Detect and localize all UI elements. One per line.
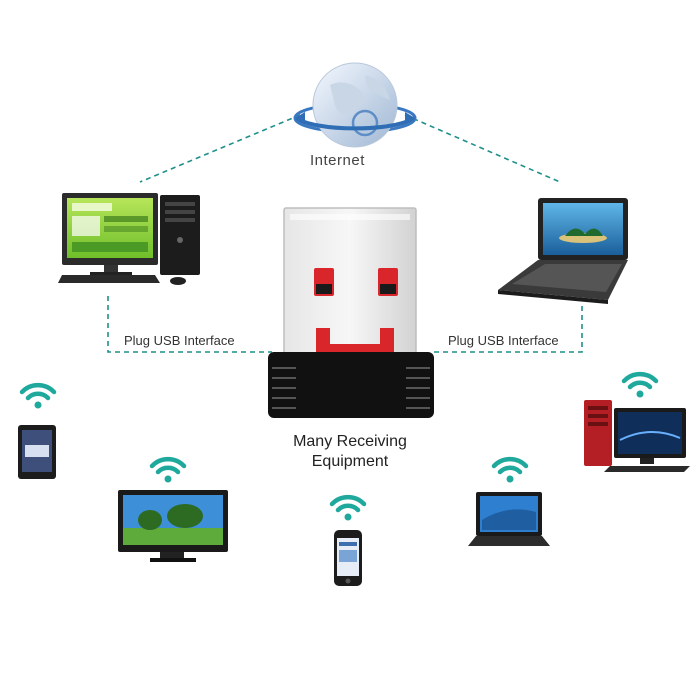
- smartphone-icon: [334, 530, 362, 586]
- receiving-equipment-caption: Many Receiving Equipment: [250, 432, 450, 472]
- wifi-icon: [22, 385, 54, 408]
- plug-usb-label-right: Plug USB Interface: [448, 333, 559, 348]
- netbook-icon: [468, 492, 550, 546]
- caption-line-1: Many Receiving: [293, 433, 407, 450]
- tv-monitor-icon: [118, 490, 228, 562]
- wifi-icon: [624, 374, 656, 397]
- connector-lines: [107, 114, 583, 353]
- connector-laptop-down: [432, 306, 583, 353]
- usb-adapter-icon: [268, 207, 434, 418]
- connector-globe-right: [404, 114, 561, 183]
- desktop-computer-icon: [58, 193, 200, 285]
- plug-usb-label-left: Plug USB Interface: [124, 333, 235, 348]
- wifi-icon: [494, 459, 526, 482]
- connector-globe-left: [139, 114, 301, 183]
- wifi-icon: [152, 459, 184, 482]
- caption-line-2: Equipment: [311, 453, 389, 470]
- wifi-icon: [332, 497, 364, 520]
- connector-desktop-down: [107, 296, 272, 353]
- internet-label: Internet: [310, 152, 365, 169]
- desktop-tower-icon: [584, 400, 690, 472]
- globe-icon: [293, 62, 417, 148]
- tablet-icon: [18, 425, 56, 479]
- laptop-icon: [498, 198, 628, 304]
